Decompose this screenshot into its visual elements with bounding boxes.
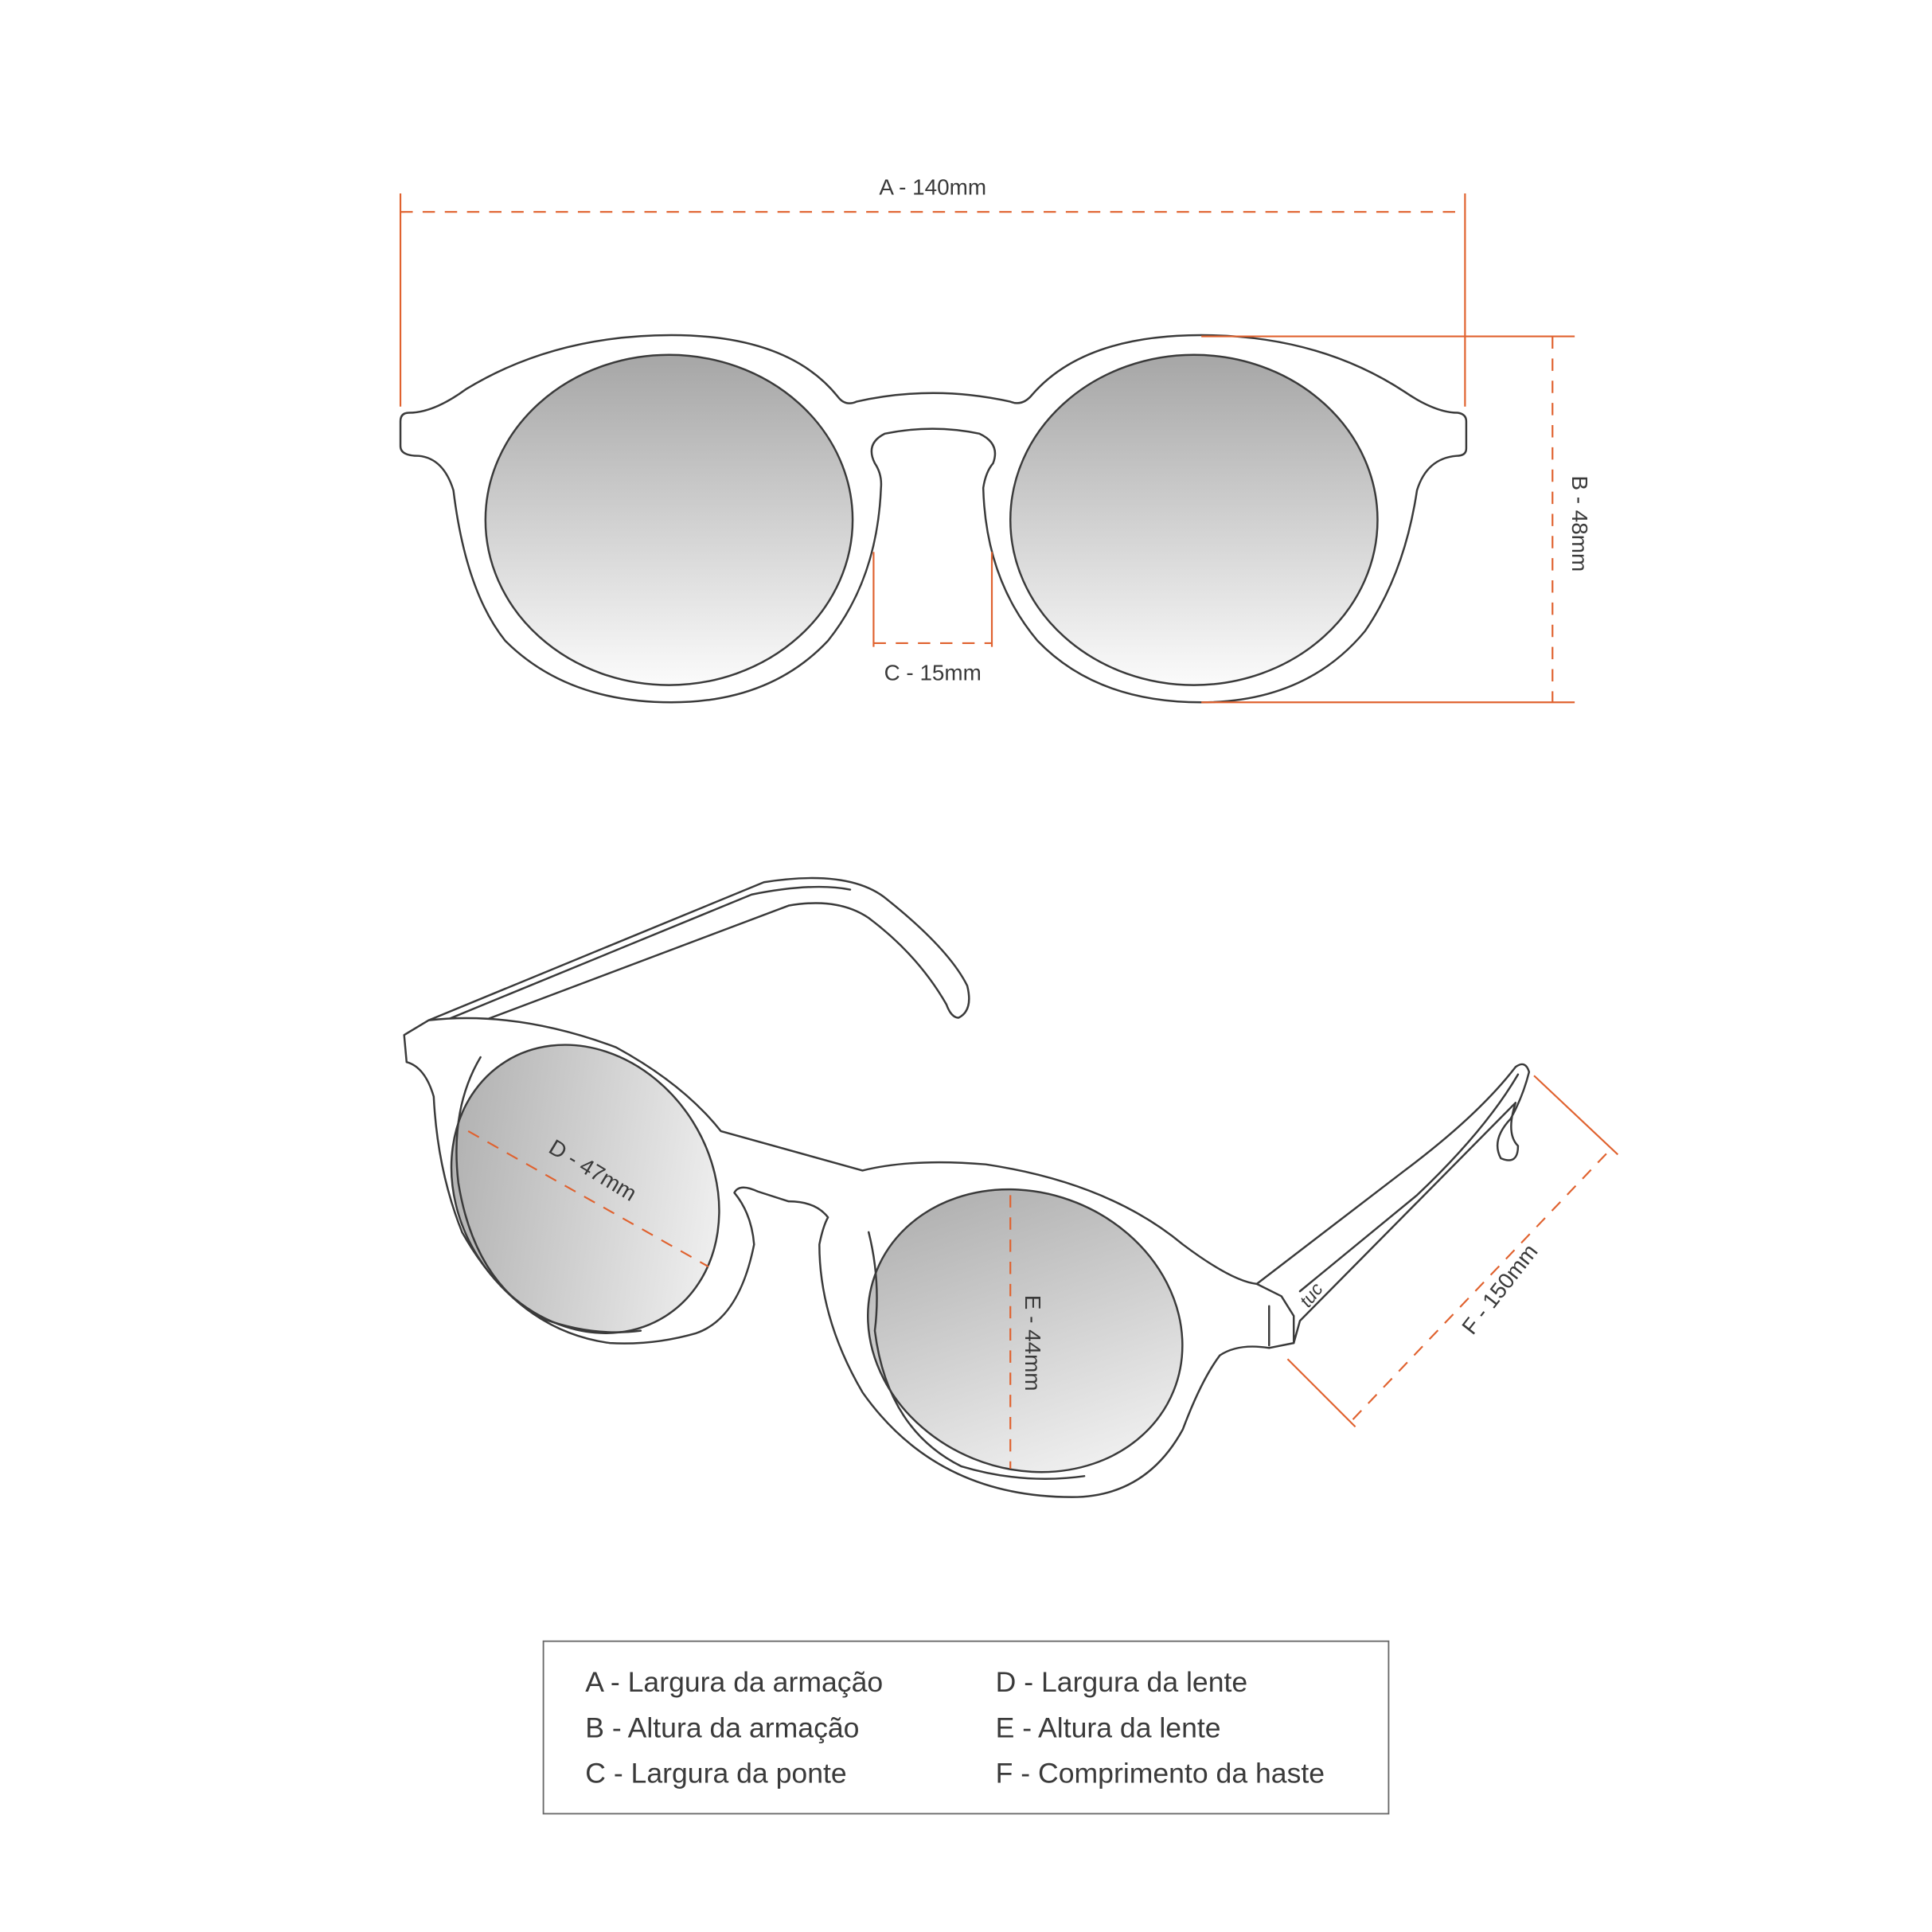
dimension-b-label: B - 48mm (1567, 475, 1592, 572)
perspective-view: tuc (403, 876, 1531, 1498)
dimension-e: E - 44mm (1009, 1195, 1045, 1469)
perspective-left-lens (450, 1044, 720, 1334)
legend-item-a: A - Largura da armação (585, 1666, 883, 1698)
legend-item-c: C - Largura da ponte (585, 1758, 846, 1790)
legend-item-f: F - Comprimento da haste (996, 1758, 1325, 1790)
legend: A - Largura da armação B - Altura da arm… (542, 1640, 1390, 1815)
dimension-b: B - 48mm (1201, 335, 1592, 704)
perspective-right-lens (867, 1188, 1184, 1473)
legend-box (542, 1640, 1390, 1815)
near-temple (1255, 1063, 1531, 1345)
front-right-lens (1009, 353, 1379, 686)
far-temple (427, 876, 970, 1032)
dimension-a-label: A - 140mm (879, 175, 986, 200)
legend-item-e: E - Altura da lente (996, 1711, 1221, 1743)
dimension-e-label: E - 44mm (1021, 1295, 1045, 1391)
legend-item-d: D - Largura da lente (996, 1666, 1248, 1698)
dimension-c-label: C - 15mm (884, 660, 982, 685)
front-view (399, 334, 1468, 704)
dimension-f-label: F - 150mm (1457, 1239, 1542, 1339)
dimension-c: C - 15mm (872, 552, 993, 685)
front-left-lens (484, 353, 854, 686)
legend-item-b: B - Altura da armação (585, 1711, 859, 1743)
